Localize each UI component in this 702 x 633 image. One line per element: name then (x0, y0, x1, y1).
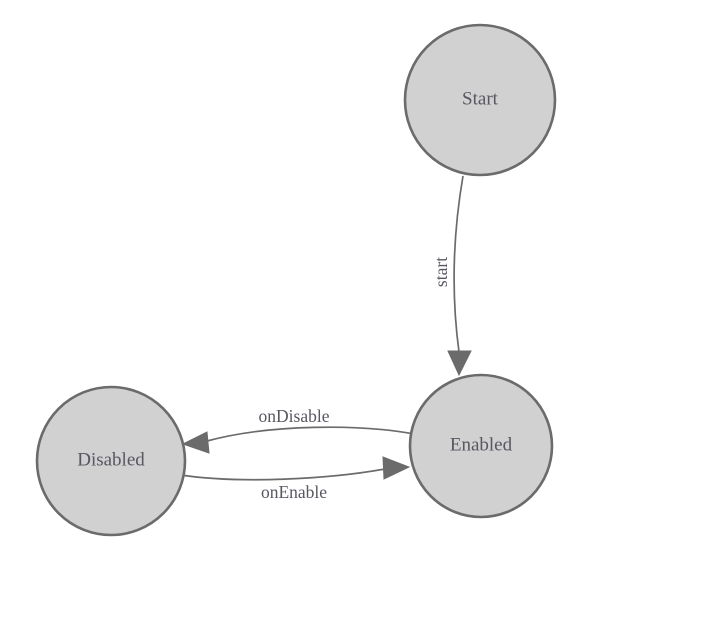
edge-label-onenable: onEnable (261, 482, 327, 502)
node-disabled[interactable]: Disabled (35, 385, 187, 537)
edge-label-ondisable: onDisable (259, 406, 330, 426)
node-label-start: Start (462, 88, 499, 109)
node-circle-start (403, 23, 557, 177)
node-circle-disabled (35, 385, 187, 537)
edge-enabled-to-disabled[interactable]: onDisable (181, 406, 415, 454)
arrowhead-start-to-enabled (447, 350, 472, 377)
arrowhead-disabled-to-enabled (382, 456, 411, 480)
edge-label-start: start (431, 257, 451, 287)
node-start[interactable]: Start (403, 23, 557, 177)
edge-start-to-enabled[interactable]: start (431, 175, 472, 377)
edge-path-start-to-enabled (453, 175, 464, 353)
node-label-disabled: Disabled (77, 449, 145, 470)
edge-path-enabled-to-disabled (206, 426, 415, 442)
node-label-enabled: Enabled (450, 434, 513, 455)
edge-disabled-to-enabled[interactable]: onEnable (180, 456, 411, 502)
node-enabled[interactable]: Enabled (408, 373, 554, 519)
arrowhead-enabled-to-disabled (181, 431, 210, 454)
edge-path-disabled-to-enabled (180, 468, 386, 481)
node-circle-enabled (408, 373, 554, 519)
